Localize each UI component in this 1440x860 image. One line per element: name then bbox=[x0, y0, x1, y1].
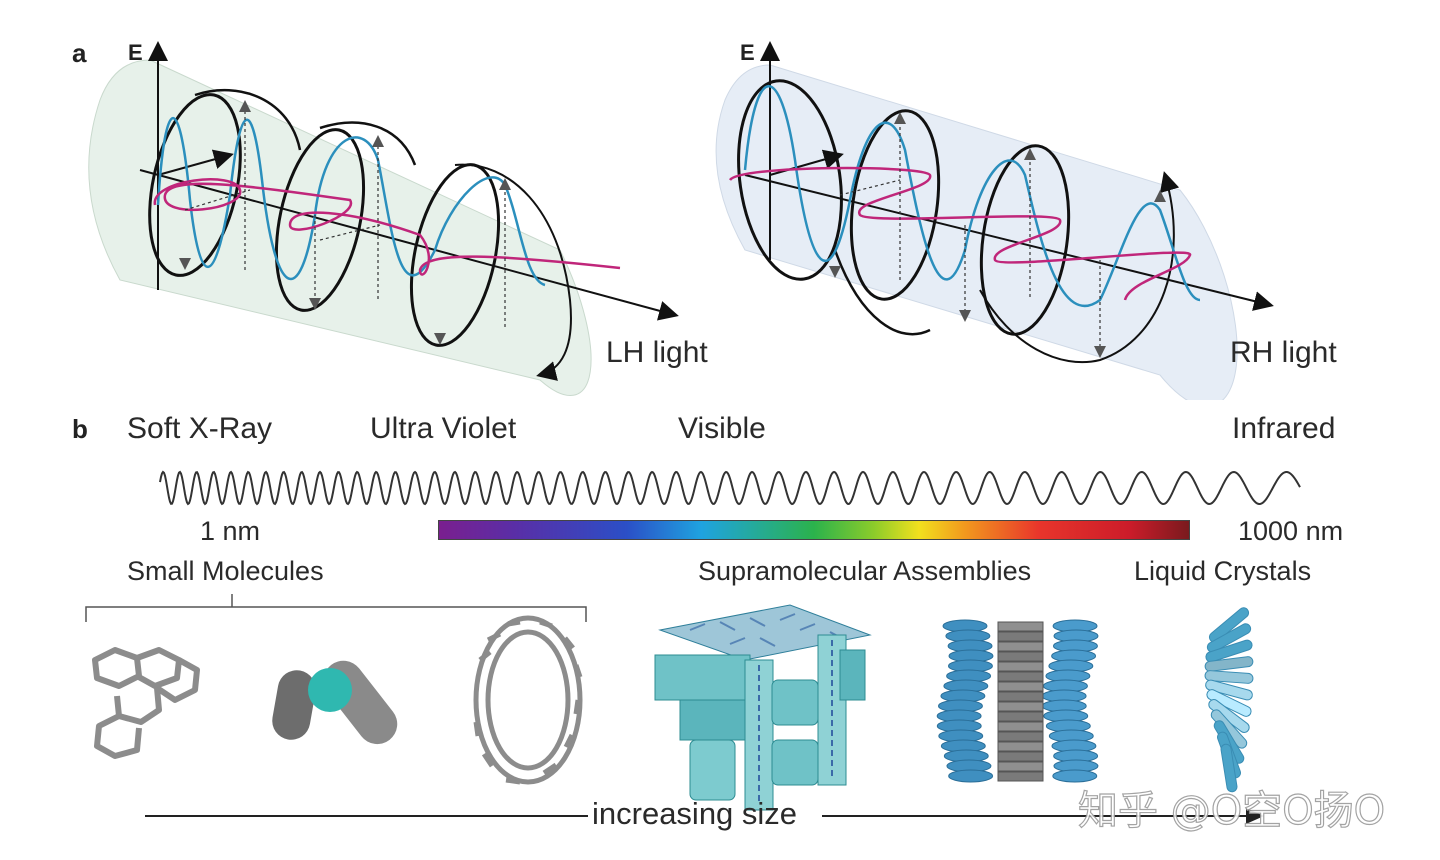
lc-rod bbox=[1205, 679, 1253, 701]
helical-liquid-crystal bbox=[1204, 607, 1254, 793]
lc-rod bbox=[1206, 623, 1252, 653]
helicene-molecule bbox=[92, 647, 200, 759]
left-e-axis-label: E bbox=[128, 40, 143, 65]
axial-chiral-molecule bbox=[272, 660, 398, 745]
stack-core-block bbox=[997, 671, 1044, 682]
right-e-field-wave bbox=[743, 85, 1201, 308]
lh-light-caption: LH light bbox=[606, 336, 708, 369]
lc-rod bbox=[1205, 639, 1253, 663]
region-infrared: Infrared bbox=[1232, 412, 1336, 445]
lc-rod bbox=[1204, 670, 1254, 684]
right-guide-lines bbox=[839, 115, 1101, 355]
region-ultra-violet: Ultra Violet bbox=[370, 412, 517, 445]
left-light-cylinder bbox=[88, 59, 592, 397]
scale-start-label: 1 nm bbox=[200, 516, 261, 546]
stack-core-block bbox=[997, 751, 1044, 762]
stack-core-block bbox=[997, 621, 1044, 632]
supramolecular-scaffold bbox=[654, 604, 872, 811]
left-b-field-helix bbox=[153, 178, 621, 276]
visible-spectrum-bar bbox=[438, 520, 1190, 540]
lc-rod bbox=[1220, 743, 1238, 793]
stack-disc bbox=[1052, 769, 1098, 783]
right-e-axis-label: E bbox=[740, 40, 755, 65]
region-visible: Visible bbox=[678, 412, 766, 445]
right-axes bbox=[744, 41, 1274, 311]
stack-disc bbox=[948, 769, 994, 783]
increasing-size-arrow bbox=[145, 808, 1264, 824]
stack-core-block bbox=[997, 771, 1044, 782]
right-b-field-helix bbox=[728, 166, 1192, 301]
stack-core-block bbox=[997, 731, 1044, 742]
lc-rod bbox=[1208, 607, 1250, 643]
rh-light-caption: RH light bbox=[1230, 336, 1337, 369]
field-vector-arrowheads bbox=[179, 100, 1166, 358]
stack-core-block bbox=[997, 631, 1044, 642]
left-guide-lines bbox=[184, 105, 506, 330]
circular-polarization-diagram bbox=[88, 41, 1274, 400]
stack-core-block bbox=[997, 641, 1044, 652]
category-liquid-crystals: Liquid Crystals bbox=[1134, 556, 1312, 586]
watermark: 知乎 @O空O扬O bbox=[1077, 787, 1386, 834]
stack-core-block bbox=[997, 741, 1044, 752]
stack-core-block bbox=[997, 721, 1044, 732]
panel-a-letter: a bbox=[72, 38, 87, 68]
category-supramolecular-assemblies: Supramolecular Assemblies bbox=[698, 556, 1032, 586]
category-small-molecules: Small Molecules bbox=[127, 556, 324, 586]
columnar-stack bbox=[936, 619, 1099, 783]
stack-core-block bbox=[997, 661, 1044, 672]
stack-core-block bbox=[997, 691, 1044, 702]
stack-core-block bbox=[997, 701, 1044, 712]
wavelength-wave bbox=[159, 470, 1301, 506]
lc-rod bbox=[1204, 656, 1254, 672]
stack-core-block bbox=[997, 711, 1044, 722]
small-molecules-bracket bbox=[85, 594, 587, 622]
panel-b-letter: b bbox=[72, 414, 88, 444]
structures-illustration bbox=[85, 594, 1264, 824]
stack-core-block bbox=[997, 651, 1044, 662]
stack-core-block bbox=[997, 681, 1044, 692]
right-rotation-circles bbox=[737, 79, 1180, 364]
scale-end-label: 1000 nm bbox=[1238, 516, 1344, 546]
stack-core-block bbox=[997, 761, 1044, 772]
left-rotation-circles bbox=[148, 88, 572, 381]
nanohoop-molecule bbox=[473, 615, 583, 785]
increasing-size-label: increasing size bbox=[592, 796, 798, 831]
left-e-field-wave bbox=[156, 116, 546, 287]
region-soft-x-ray: Soft X-Ray bbox=[127, 412, 273, 445]
